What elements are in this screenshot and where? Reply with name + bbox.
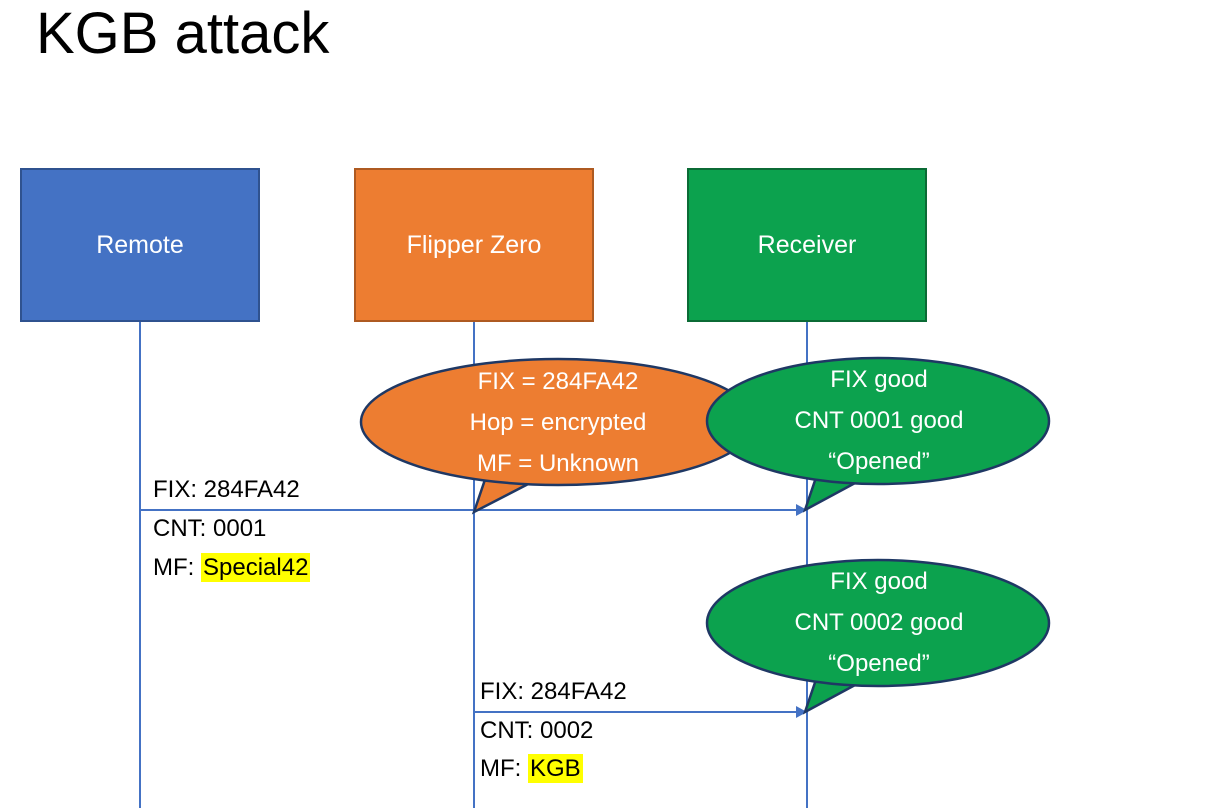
message2-mf-prefix: MF:	[480, 755, 528, 782]
lifeline-remote	[139, 322, 141, 808]
message2-arrow-line	[474, 711, 797, 713]
callout-receiver-response-1: FIX good CNT 0001 good “Opened”	[704, 354, 1054, 514]
callout-line: FIX good	[830, 567, 928, 595]
message2-mf-highlight: KGB	[528, 754, 583, 783]
message1-arrow-line	[140, 509, 797, 511]
message2-mf-label: MF: KGB	[480, 754, 583, 783]
message1-fix-label: FIX: 284FA42	[153, 476, 300, 503]
callout-line: CNT 0001 good	[794, 406, 964, 434]
message1-cnt-label: CNT: 0001	[153, 515, 267, 542]
callout-line: “Opened”	[828, 447, 930, 475]
message1-arrowhead-icon	[796, 504, 807, 516]
actor-box-flipper-zero: Flipper Zero	[354, 168, 594, 322]
actor-label-receiver: Receiver	[757, 230, 857, 259]
callout-line: FIX = 284FA42	[477, 367, 639, 395]
message1-mf-label: MF: Special42	[153, 553, 311, 582]
callout-line: CNT 0002 good	[794, 608, 964, 636]
slide-title: KGB attack	[36, 1, 330, 66]
message2-fix-label: FIX: 284FA42	[480, 678, 627, 705]
callout-flipper-analysis: FIX = 284FA42 Hop = encrypted MF = Unkno…	[358, 356, 758, 516]
message2-cnt-label: CNT: 0002	[480, 717, 594, 744]
actor-box-remote: Remote	[20, 168, 260, 322]
message1-mf-highlight: Special42	[201, 553, 311, 582]
callout-line: “Opened”	[828, 649, 930, 677]
actor-label-flipper-zero: Flipper Zero	[406, 230, 542, 259]
callout-line: FIX good	[830, 365, 928, 393]
callout-receiver2-text: FIX good CNT 0002 good “Opened”	[704, 559, 1054, 685]
callout-receiver1-text: FIX good CNT 0001 good “Opened”	[704, 357, 1054, 483]
message2-arrowhead-icon	[796, 706, 807, 718]
actor-label-remote: Remote	[96, 230, 184, 259]
speech-bubble-icon	[705, 558, 1051, 715]
speech-bubble-icon	[359, 357, 757, 515]
lifeline-flipper-zero	[473, 322, 475, 808]
callout-line: MF = Unknown	[476, 449, 640, 477]
callout-flipper-text: FIX = 284FA42 Hop = encrypted MF = Unkno…	[358, 359, 758, 485]
callout-line: Hop = encrypted	[469, 408, 647, 436]
callout-receiver-response-2: FIX good CNT 0002 good “Opened”	[704, 556, 1054, 716]
message1-mf-prefix: MF:	[153, 554, 201, 581]
speech-bubble-icon	[705, 356, 1051, 513]
actor-box-receiver: Receiver	[687, 168, 927, 322]
